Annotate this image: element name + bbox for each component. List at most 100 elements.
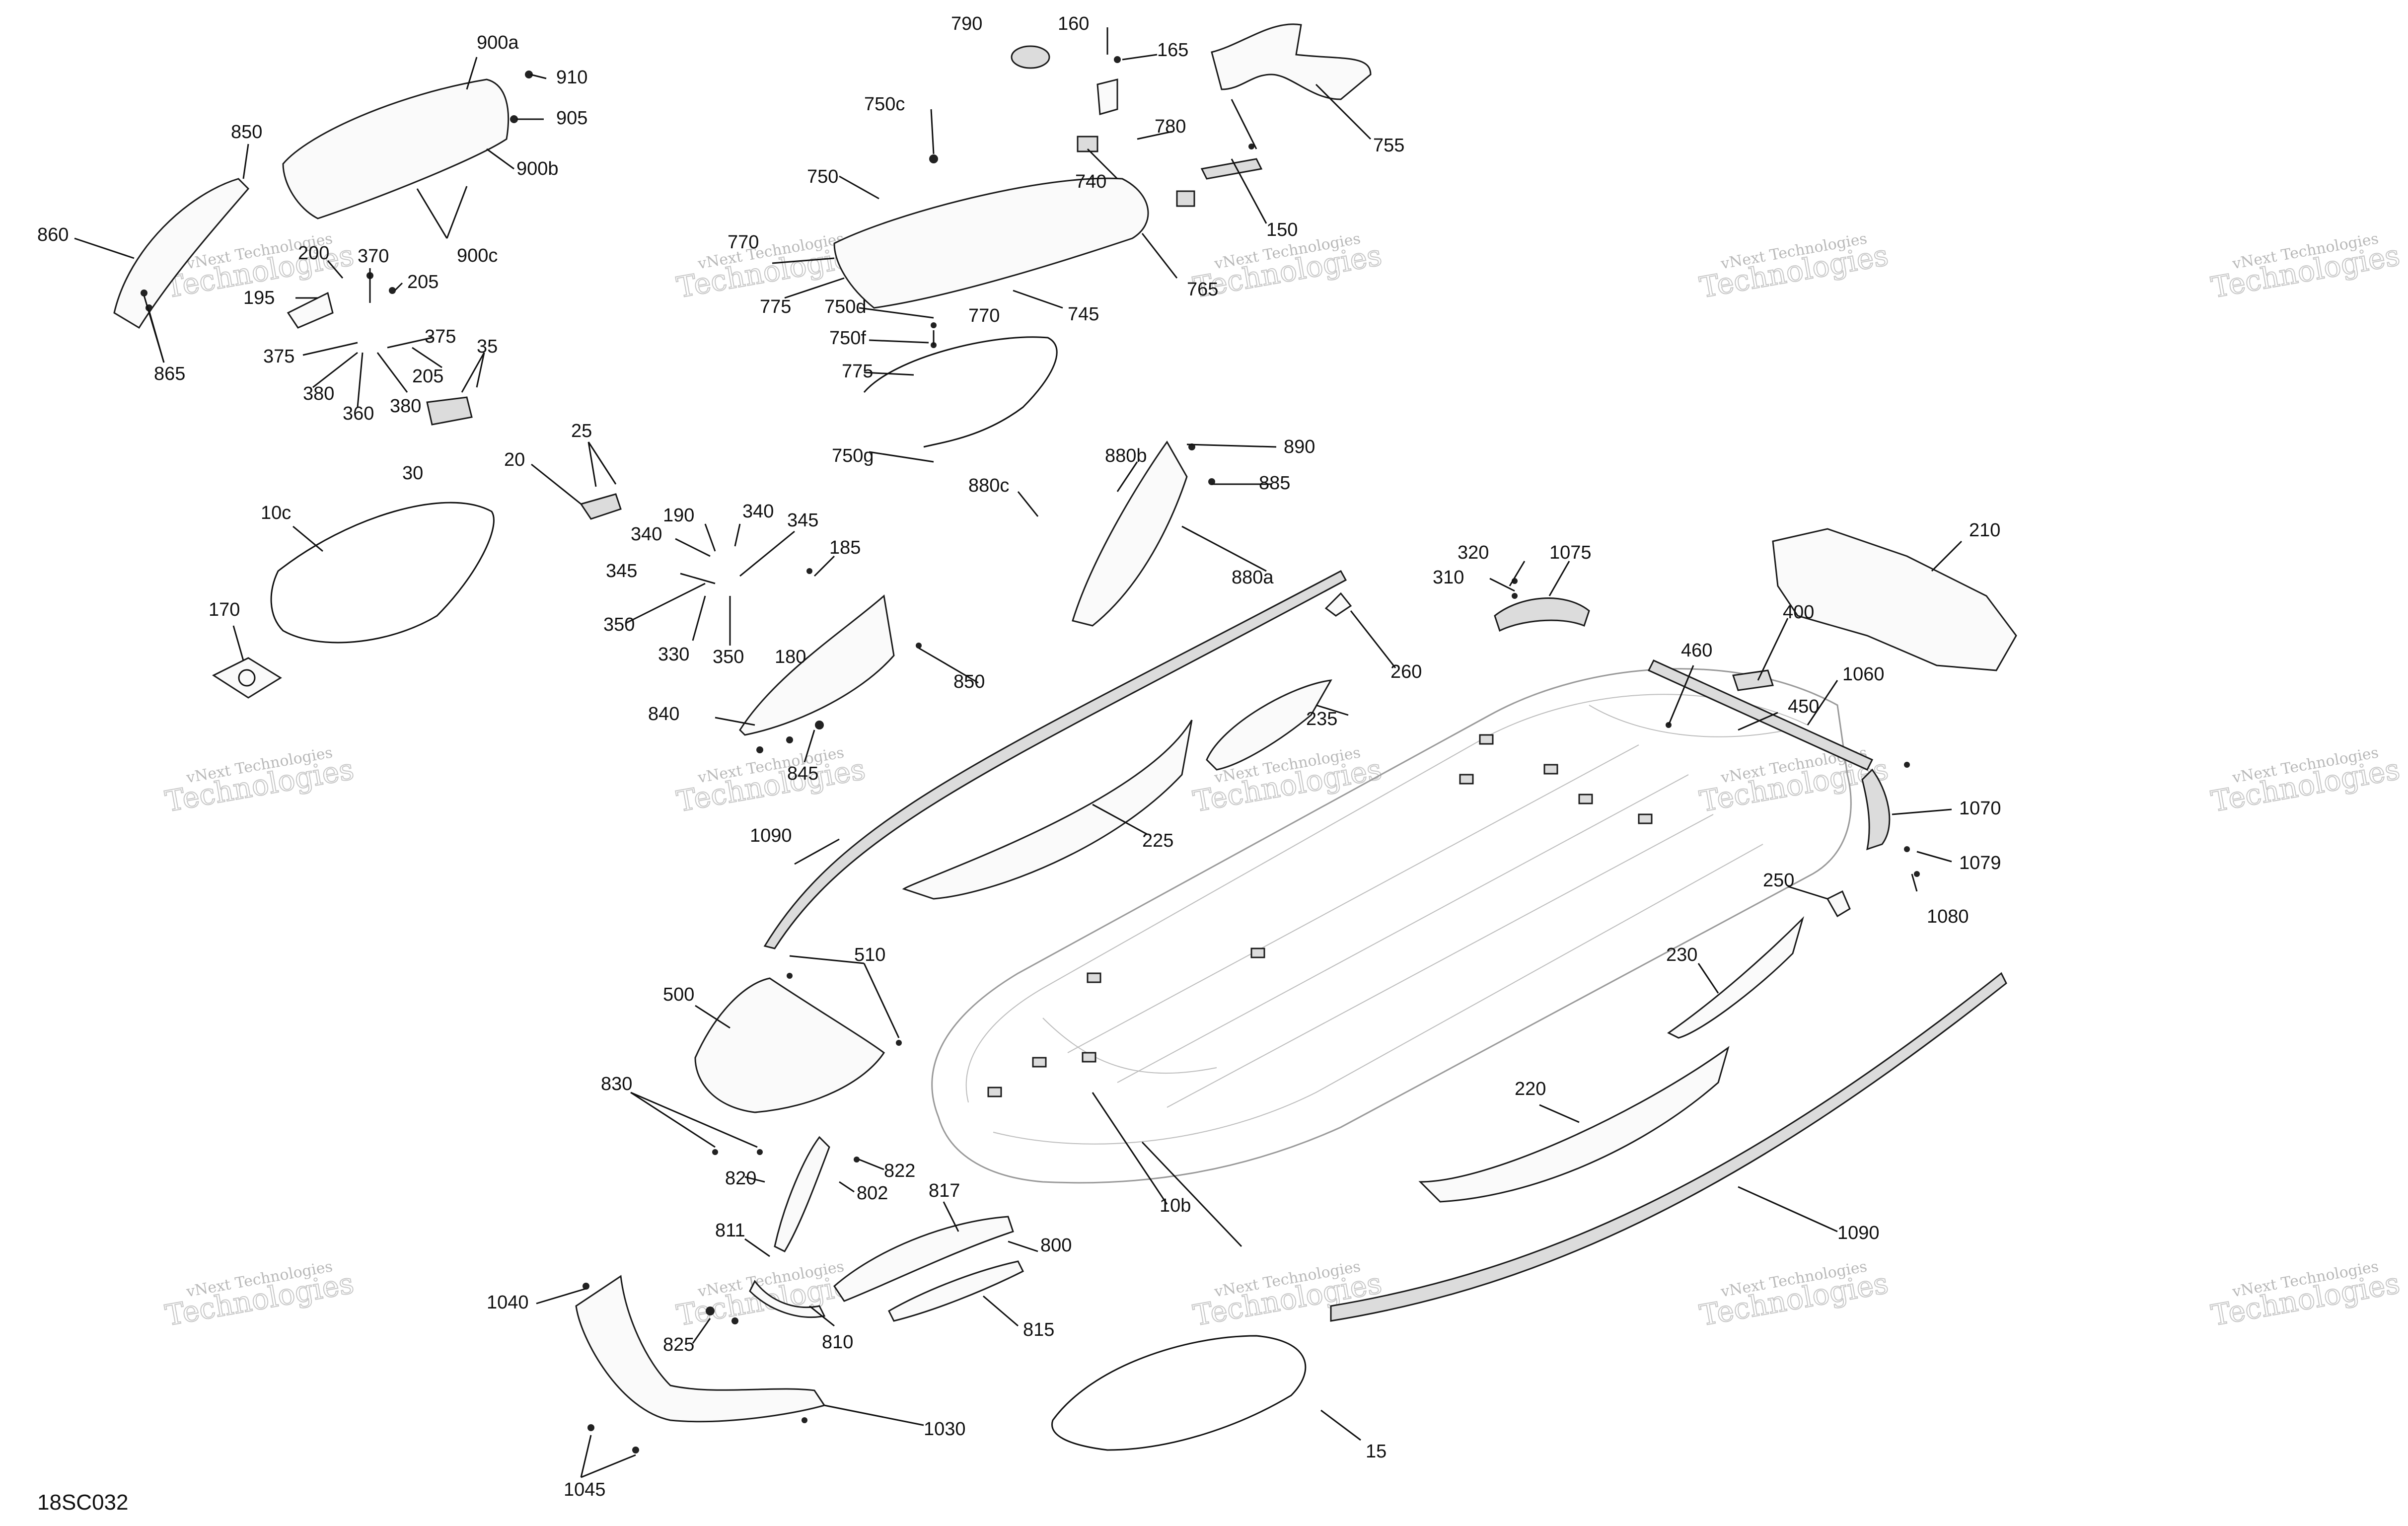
part-150 (1200, 158, 1263, 180)
trim-250 (1826, 890, 1851, 918)
hull-bracket (1032, 1057, 1047, 1068)
hull-bracket (1543, 764, 1558, 775)
callout-350b: 350 (713, 647, 744, 667)
callout-770: 770 (728, 232, 759, 253)
callout-510: 510 (854, 945, 885, 965)
callout-1080: 1080 (1927, 906, 1969, 927)
callout-802: 802 (857, 1183, 888, 1204)
trim-1075 (1494, 597, 1590, 632)
screw (525, 71, 533, 78)
watermark: vNext Technologies Technologies (1697, 744, 1892, 819)
callout-400: 400 (1783, 602, 1814, 623)
screw (587, 1424, 594, 1431)
bumper-1030 (575, 1275, 826, 1423)
callout-165: 165 (1157, 40, 1188, 61)
screw (632, 1447, 639, 1453)
callout-800: 800 (1040, 1235, 1072, 1256)
part-400 (1732, 669, 1774, 691)
grille-30 (426, 396, 473, 426)
callout-745: 745 (1068, 304, 1099, 325)
hull-bracket (1250, 947, 1265, 958)
callout-340: 340 (742, 501, 774, 522)
callout-890: 890 (1284, 436, 1315, 457)
callout-811: 811 (715, 1220, 745, 1241)
callout-860: 860 (37, 224, 69, 245)
callout-1075: 1075 (1549, 542, 1592, 563)
callout-10b: 10b (1160, 1195, 1191, 1216)
screw (1904, 846, 1910, 852)
callout-1045: 1045 (564, 1479, 606, 1500)
callout-885: 885 (1259, 473, 1290, 494)
callout-775b: 775 (842, 361, 873, 382)
screw (731, 1317, 738, 1324)
callout-340b: 340 (631, 524, 662, 545)
hull-bracket (1479, 734, 1494, 745)
rub-strip-upper (763, 570, 1347, 949)
hull-bracket (1087, 972, 1101, 983)
callout-225: 225 (1142, 830, 1173, 851)
callout-900c: 900c (457, 245, 498, 266)
screw (787, 973, 793, 979)
callout-750d: 750d (824, 296, 867, 317)
callout-330: 330 (658, 644, 689, 665)
screw (854, 1157, 860, 1163)
rail-1060 (1647, 659, 1874, 771)
watermark: vNext Technologies Technologies (162, 1258, 357, 1333)
callout-755: 755 (1373, 135, 1404, 156)
callout-250: 250 (1763, 870, 1794, 891)
callout-750c: 750c (864, 94, 905, 115)
seal-10c (270, 502, 495, 644)
callout-820: 820 (725, 1168, 756, 1189)
nose-500 (694, 977, 885, 1113)
mat-210 (1772, 528, 2017, 671)
callout-260: 260 (1390, 661, 1422, 682)
callout-380: 380 (303, 383, 334, 404)
side-mat-230 (1667, 916, 1805, 1039)
trim-1070 (1861, 768, 1891, 851)
cap-790 (1011, 45, 1050, 69)
callout-900a: 900a (477, 32, 519, 53)
callout-830: 830 (601, 1074, 632, 1094)
part-810 (749, 1280, 826, 1318)
screw (389, 287, 396, 294)
callout-35: 35 (477, 336, 498, 357)
callout-345b: 345 (606, 561, 637, 581)
screw (712, 1149, 718, 1155)
callout-15: 15 (1366, 1441, 1386, 1462)
callout-880b: 880b (1105, 445, 1147, 466)
light-bar-800 (833, 1216, 1014, 1302)
callout-375: 375 (425, 326, 456, 347)
callout-1090: 1090 (750, 825, 792, 846)
flange-170 (212, 657, 282, 699)
side-mat-220 (1418, 1046, 1730, 1203)
callout-770b: 770 (968, 305, 1000, 326)
callout-865: 865 (154, 363, 185, 384)
screw (1114, 56, 1121, 63)
callout-1030: 1030 (924, 1419, 966, 1440)
callout-190: 190 (663, 505, 694, 526)
seat-shell-900a (282, 78, 510, 219)
callout-780: 780 (1155, 116, 1186, 137)
screw (806, 568, 812, 574)
callout-185: 185 (829, 537, 861, 558)
grille-20 (580, 493, 622, 520)
hull-bracket (1638, 813, 1653, 824)
watermark: vNext Technologies Technologies (2208, 230, 2403, 305)
callout-360: 360 (343, 403, 374, 424)
side-mat-225 (902, 720, 1193, 900)
callout-750: 750 (807, 166, 838, 187)
callout-850b: 850 (953, 671, 985, 692)
callout-817: 817 (929, 1180, 960, 1201)
callout-1090b: 1090 (1837, 1223, 1880, 1243)
screw (756, 746, 763, 753)
callout-900b: 900b (516, 158, 559, 179)
callout-910: 910 (556, 67, 587, 88)
watermark: vNext Technologies Technologies (674, 230, 869, 305)
screw (141, 290, 147, 296)
screw (510, 115, 518, 123)
trim-815 (888, 1260, 1024, 1322)
callout-labels: 900a 910 905 900b 850 860 900c 200 370 2… (37, 13, 2001, 1500)
part-765 (1176, 190, 1195, 207)
cover-880a (1072, 440, 1188, 627)
